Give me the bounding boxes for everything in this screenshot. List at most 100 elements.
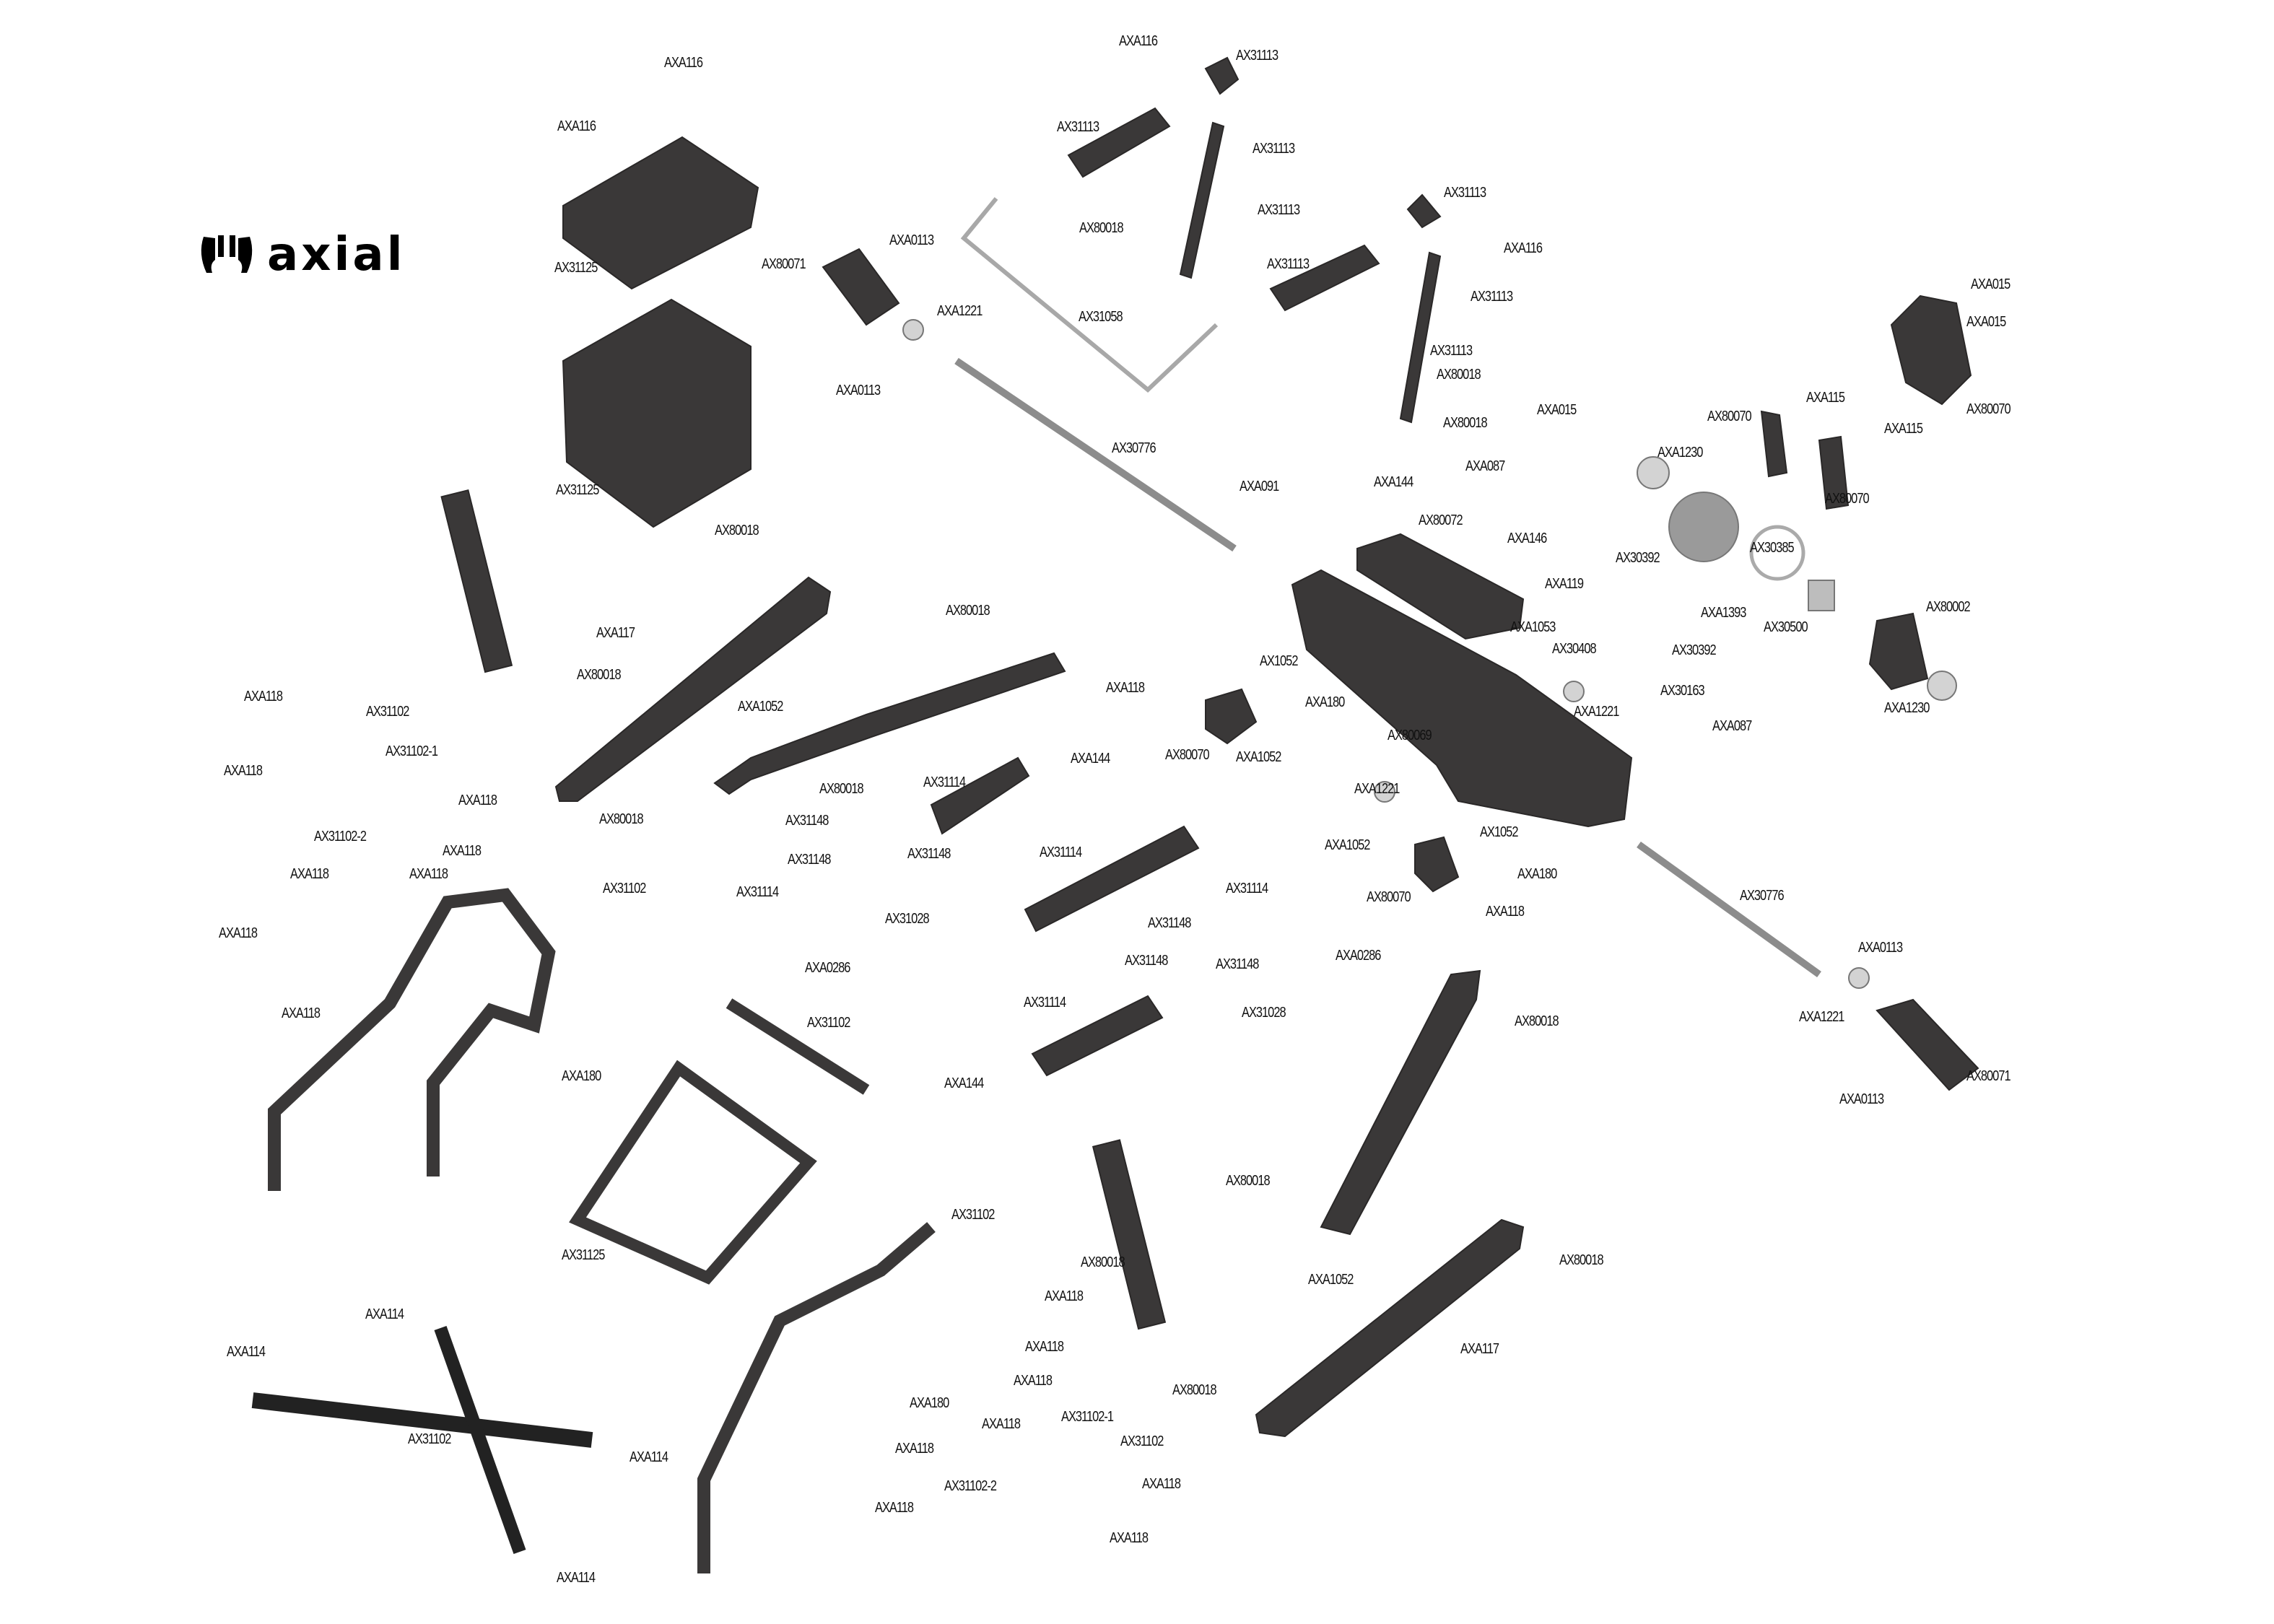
part-label: AXA015	[1966, 314, 2006, 330]
part-label: AX80071	[1966, 1068, 2011, 1084]
part-label: AX80018	[577, 667, 622, 683]
upper-link-part	[1179, 121, 1225, 279]
bearing-part	[1848, 967, 1870, 989]
part-label: AXA1221	[1799, 1009, 1844, 1025]
part-label: AX30776	[1112, 440, 1156, 456]
link-mount-part	[1269, 244, 1380, 312]
link-mount-part	[1067, 107, 1171, 178]
part-label: AXA118	[895, 1441, 934, 1457]
bearing-part	[1637, 456, 1670, 489]
part-label: AXA116	[1504, 240, 1543, 256]
spool-part	[1808, 580, 1835, 611]
driveshaft-part	[930, 756, 1030, 835]
part-label: AXA0113	[1839, 1091, 1884, 1107]
part-label: AXA115	[1884, 421, 1923, 437]
part-label: AXA118	[458, 793, 497, 808]
part-label: AXA015	[1537, 402, 1577, 418]
part-label: AXA118	[1142, 1476, 1181, 1492]
axle-tube-right-part	[1876, 998, 1979, 1091]
sway-bar-part	[960, 197, 1219, 393]
part-label: AXA1230	[1884, 700, 1930, 716]
part-label: AX80070	[1825, 491, 1870, 507]
bearing-cap-part	[1818, 435, 1850, 510]
part-label: AX80069	[1388, 728, 1432, 743]
part-label: AX30163	[1660, 683, 1705, 699]
bearing-part	[1563, 681, 1585, 702]
axial-logo-icon	[201, 235, 253, 273]
part-label: AX80070	[1165, 747, 1210, 763]
part-label: AXA0113	[836, 383, 881, 398]
part-label: AXA118	[1110, 1530, 1149, 1546]
part-label: AXA1052	[738, 699, 783, 715]
part-label: AX31102-1	[385, 743, 438, 759]
driveshaft-part	[1031, 995, 1164, 1077]
part-label: AX30392	[1672, 642, 1717, 658]
knuckle-part	[1205, 688, 1258, 745]
shock-part	[440, 489, 513, 673]
part-label: AX1052	[1480, 824, 1518, 840]
link-mount-part	[1204, 56, 1240, 95]
diff-cover-part	[1890, 294, 1972, 406]
part-label: AX80018	[715, 523, 759, 538]
part-label: AX31102-2	[314, 829, 367, 844]
part-label: AXA180	[562, 1068, 601, 1084]
part-label: AX31102	[951, 1207, 995, 1223]
lower-link-part	[1255, 1218, 1525, 1438]
bearing-part	[1927, 671, 1957, 701]
link-mount-part	[1406, 193, 1442, 229]
part-label: AX80070	[1707, 409, 1752, 424]
part-label: AXA117	[596, 625, 635, 641]
driveshaft-part	[1024, 825, 1200, 933]
axle-tube-left-part	[822, 248, 900, 326]
part-label: AX80070	[1367, 889, 1411, 905]
part-label: AX31148	[1148, 915, 1191, 931]
axle-shaft-part	[954, 357, 1237, 552]
bearing-part	[902, 319, 924, 341]
lower-link-part	[1320, 969, 1481, 1236]
part-label: AX31113	[1430, 343, 1473, 359]
part-label: AX31113	[1057, 119, 1099, 135]
part-label: AXA146	[1507, 531, 1547, 546]
part-label: AX31102	[366, 704, 409, 720]
part-label: AX31114	[923, 774, 966, 790]
part-label: AXA0113	[889, 232, 934, 248]
part-label: AXA114	[227, 1344, 266, 1360]
part-label: AXA1221	[937, 303, 983, 319]
part-label: AXA087	[1712, 718, 1752, 734]
part-label: AX80072	[1419, 512, 1463, 528]
part-label: AX31113	[1258, 202, 1300, 218]
part-label: AX31102	[603, 881, 646, 896]
part-label: AX30500	[1764, 619, 1808, 635]
part-label: AXA117	[1460, 1341, 1499, 1357]
part-label: AX80018	[946, 603, 990, 619]
part-label: AXA144	[1071, 751, 1110, 767]
part-label: AX31114	[1040, 844, 1082, 860]
part-label: AX31125	[562, 1247, 605, 1263]
part-label: AXA144	[1374, 474, 1413, 490]
part-label: AX80018	[599, 811, 644, 827]
part-label: AXA118	[1014, 1373, 1053, 1389]
part-label: AX80018	[1172, 1382, 1217, 1398]
part-label: AXA1221	[1354, 781, 1400, 797]
part-label: AX31028	[1242, 1005, 1286, 1021]
part-label: AX30385	[1750, 540, 1795, 556]
part-label: AXA0286	[805, 960, 850, 976]
part-label: AX31113	[1444, 185, 1486, 201]
part-label: AXA118	[244, 689, 283, 704]
part-label: AX31102	[1120, 1433, 1164, 1449]
part-label: AX80018	[819, 781, 864, 797]
part-label: AXA087	[1465, 458, 1505, 474]
upper-link-part	[1399, 251, 1442, 424]
part-label: AXA144	[944, 1075, 984, 1091]
lower-link-part	[713, 652, 1066, 795]
part-label: AXA118	[1045, 1288, 1084, 1304]
part-label: AXA118	[290, 866, 329, 882]
part-label: AX31148	[1216, 956, 1259, 972]
part-label: AX31125	[556, 482, 599, 498]
part-label: AX31113	[1471, 289, 1513, 305]
part-label: AXA1052	[1325, 837, 1370, 853]
part-label: AXA118	[219, 925, 258, 941]
part-label: AXA116	[557, 118, 596, 134]
